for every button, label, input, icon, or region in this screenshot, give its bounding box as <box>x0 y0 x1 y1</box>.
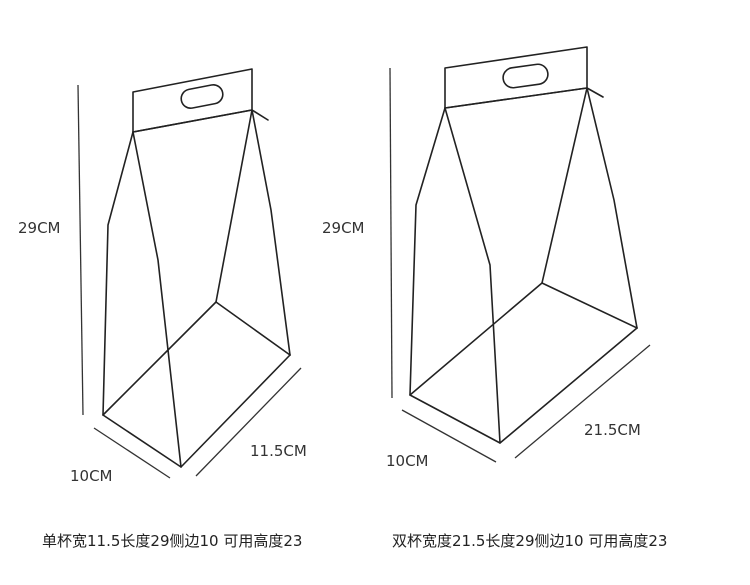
left-height-dimension-line <box>77 84 84 416</box>
left-bag-caption: 单杯宽11.5长度29侧边10 可用高度23 <box>42 532 303 550</box>
left-bag-header <box>132 68 269 133</box>
left-handle-hole-icon <box>180 84 224 109</box>
left-width-dimension-line <box>195 367 302 477</box>
left-width-label: 11.5CM <box>250 442 307 460</box>
right-width-dimension-line <box>514 344 651 459</box>
right-depth-label: 10CM <box>386 452 429 470</box>
right-width-label: 21.5CM <box>584 421 641 439</box>
right-handle-hole-icon <box>502 63 549 89</box>
right-bag-body <box>409 87 638 444</box>
left-bag: 29CM 10CM 11.5CM <box>18 68 307 485</box>
left-depth-dimension-line <box>93 427 171 479</box>
left-height-label: 29CM <box>18 219 61 237</box>
right-bag-caption: 双杯宽度21.5长度29侧边10 可用高度23 <box>392 532 668 550</box>
left-depth-label: 10CM <box>70 467 113 485</box>
right-height-dimension-line <box>389 67 393 399</box>
right-height-label: 29CM <box>322 219 365 237</box>
left-bag-body <box>102 109 291 468</box>
right-depth-dimension-line <box>401 409 497 463</box>
right-bag: 29CM 10CM 21.5CM <box>322 46 651 470</box>
right-bag-header <box>444 46 604 109</box>
